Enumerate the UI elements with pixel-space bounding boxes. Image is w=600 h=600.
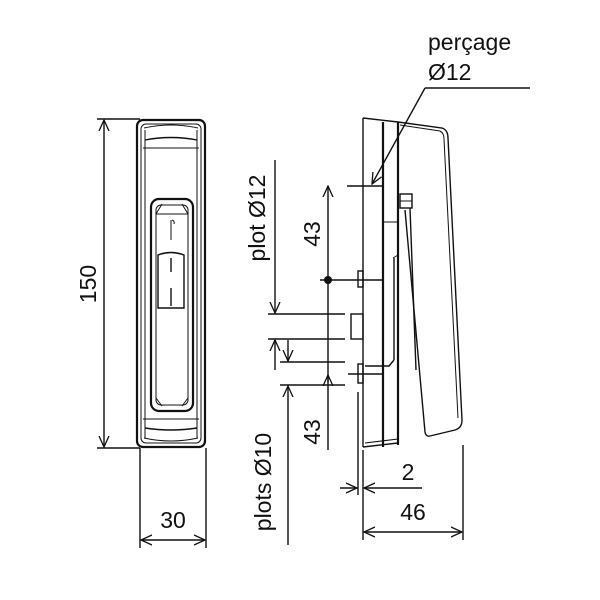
dimension-height: 150	[75, 118, 140, 449]
dimension-offset: 2	[340, 392, 422, 540]
side-view	[348, 117, 463, 448]
plot-top-label: plot Ø12	[244, 175, 270, 262]
drilling-diameter: Ø12	[428, 59, 471, 85]
dimension-spacing-bottom: 43	[299, 375, 328, 450]
dimension-width: 30	[139, 448, 207, 548]
dimension-plots-bottom: plots Ø10	[250, 340, 345, 545]
drilling-callout: perçage Ø12	[372, 29, 530, 184]
dim-150-label: 150	[75, 265, 101, 303]
dimension-depth: 46	[364, 445, 464, 540]
dim-46-label: 46	[400, 499, 426, 525]
plots-bottom-label: plots Ø10	[250, 433, 276, 531]
dim-43-top-label: 43	[299, 221, 325, 247]
dim-2-label: 2	[402, 459, 415, 485]
dim-43-bottom-label: 43	[299, 419, 325, 445]
drilling-label: perçage	[428, 29, 511, 55]
front-view	[135, 118, 207, 449]
dimension-plot-top: plot Ø12	[244, 160, 345, 370]
dimension-spacing-top: 43	[299, 186, 383, 382]
dim-30-label: 30	[160, 507, 186, 533]
